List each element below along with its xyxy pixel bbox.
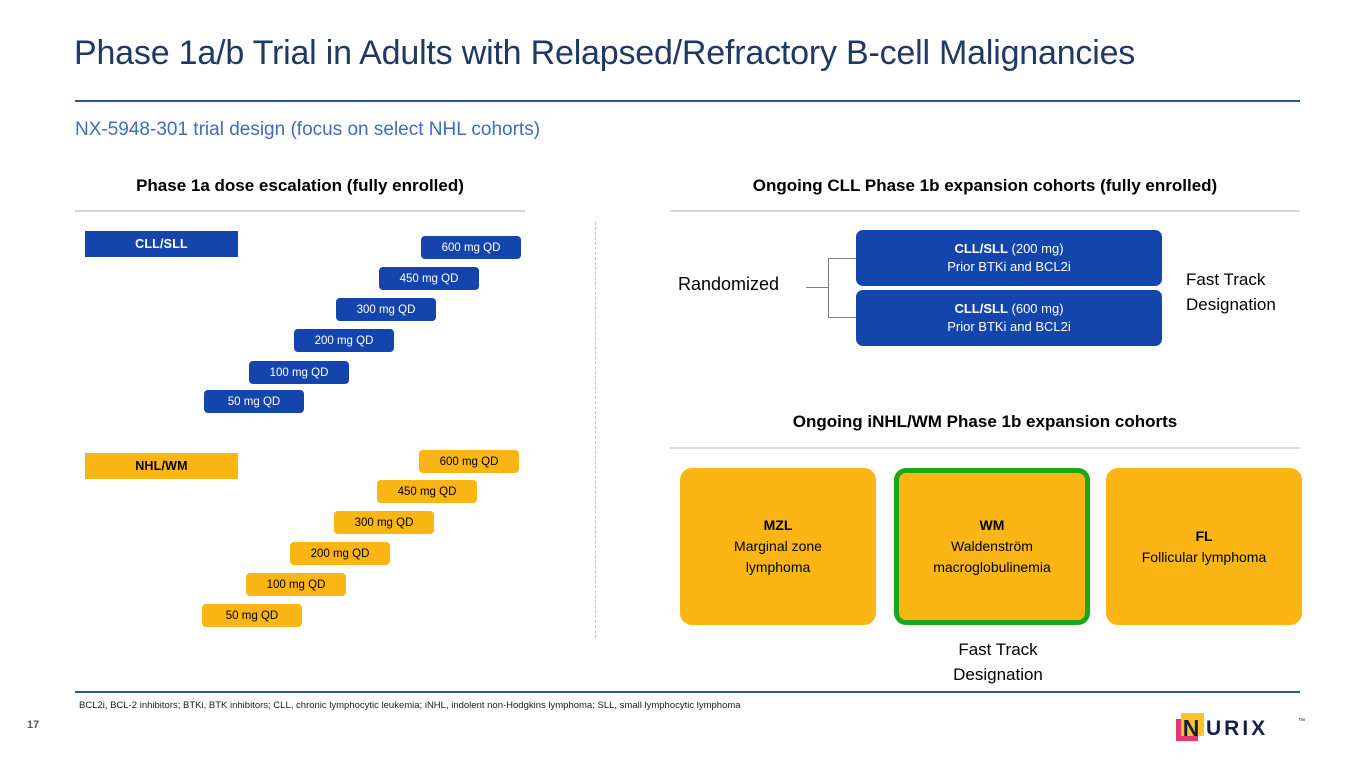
dose-bar-cll-100: 100 mg QD xyxy=(249,361,349,384)
ladder-label-nhl-wm: NHL/WM xyxy=(85,453,238,479)
dose-bar-cll-300: 300 mg QD xyxy=(336,298,436,321)
bracket-spine xyxy=(828,258,829,317)
cohort-card-wm-line2: macroglobulinemia xyxy=(933,559,1051,575)
cohort-dose-600mg: (600 mg) xyxy=(1011,301,1064,316)
logo-trademark-icon: ™ xyxy=(1298,718,1305,725)
logo-wordmark: URIX xyxy=(1206,717,1269,740)
page-title: Phase 1a/b Trial in Adults with Relapsed… xyxy=(74,34,1136,72)
cohort-card-mzl-line2: lymphoma xyxy=(745,559,811,575)
dose-bar-nhl-200: 200 mg QD xyxy=(290,542,390,565)
title-divider xyxy=(75,100,1300,102)
page-number: 17 xyxy=(27,719,40,731)
cohort-detail-600mg: Prior BTKi and BCL2i xyxy=(947,319,1071,334)
cohort-card-wm-line1: Waldenström xyxy=(951,538,1033,554)
dose-bar-nhl-300: 300 mg QD xyxy=(334,511,434,534)
cohort-card-mzl-abbr: MZL xyxy=(763,517,793,533)
fast-track-line2-cll: Designation xyxy=(1186,295,1276,314)
logo-square-yellow xyxy=(1181,713,1204,736)
randomized-label: Randomized xyxy=(678,274,780,294)
cohort-title-600mg: CLL/SLL (600 mg) xyxy=(954,300,1063,318)
nurix-logo: N URIX ™ xyxy=(1176,710,1306,744)
inhl-expansion-heading: Ongoing iNHL/WM Phase 1b expansion cohor… xyxy=(792,412,1178,431)
bracket-arm-bottom xyxy=(828,317,857,318)
bracket-stem xyxy=(806,287,828,288)
dose-bar-nhl-450: 450 mg QD xyxy=(377,480,477,503)
inhl-expansion-divider xyxy=(670,447,1300,449)
page-subtitle: NX-5948-301 trial design (focus on selec… xyxy=(75,119,541,140)
fast-track-line2-wm: Designation xyxy=(953,665,1043,684)
fast-track-line1-wm: Fast Track xyxy=(958,640,1038,659)
cll-expansion-heading: Ongoing CLL Phase 1b expansion cohorts (… xyxy=(752,176,1218,195)
cohort-box-cll-600mg: CLL/SLL (600 mg) Prior BTKi and BCL2i xyxy=(856,290,1162,346)
footer-divider xyxy=(75,691,1300,693)
cohort-dose-200mg: (200 mg) xyxy=(1011,241,1064,256)
cohort-name-200mg: CLL/SLL xyxy=(954,241,1008,256)
footnote-abbreviations: BCL2i, BCL-2 inhibitors; BTKi, BTK inhib… xyxy=(79,700,741,711)
left-panel-divider xyxy=(75,210,525,212)
cohort-card-mzl-line1: Marginal zone xyxy=(734,538,822,554)
cohort-box-cll-200mg: CLL/SLL (200 mg) Prior BTKi and BCL2i xyxy=(856,230,1162,286)
fast-track-designation-wm: Fast Track Designation xyxy=(898,637,1098,687)
dose-bar-nhl-600: 600 mg QD xyxy=(419,450,519,473)
dose-bar-cll-450: 450 mg QD xyxy=(379,267,479,290)
cohort-card-mzl: MZL Marginal zone lymphoma xyxy=(680,468,876,625)
cohort-title-200mg: CLL/SLL (200 mg) xyxy=(954,240,1063,258)
left-panel-heading: Phase 1a dose escalation (fully enrolled… xyxy=(136,176,464,195)
cohort-detail-200mg: Prior BTKi and BCL2i xyxy=(947,259,1071,274)
dose-bar-nhl-50: 50 mg QD xyxy=(202,604,302,627)
cohort-card-wm: WM Waldenström macroglobulinemia xyxy=(894,468,1090,625)
fast-track-line1-cll: Fast Track xyxy=(1186,270,1266,289)
cll-expansion-divider xyxy=(670,210,1300,212)
cohort-card-wm-abbr: WM xyxy=(979,517,1005,533)
cohort-name-600mg: CLL/SLL xyxy=(954,301,1008,316)
fast-track-designation-cll: Fast Track Designation xyxy=(1186,267,1316,317)
cohort-card-fl: FL Follicular lymphoma xyxy=(1106,468,1302,625)
vertical-dashed-divider xyxy=(595,222,596,638)
cohort-card-fl-abbr: FL xyxy=(1195,527,1213,544)
dose-bar-cll-200: 200 mg QD xyxy=(294,329,394,352)
dose-bar-cll-600: 600 mg QD xyxy=(421,236,521,259)
dose-bar-cll-50: 50 mg QD xyxy=(204,390,304,413)
nurix-logo-mark: N xyxy=(1176,713,1204,741)
logo-letter-n: N xyxy=(1182,714,1200,741)
ladder-label-cll-sll: CLL/SLL xyxy=(85,231,238,257)
cohort-card-fl-line1: Follicular lymphoma xyxy=(1141,548,1267,565)
dose-bar-nhl-100: 100 mg QD xyxy=(246,573,346,596)
bracket-arm-top xyxy=(828,258,857,259)
